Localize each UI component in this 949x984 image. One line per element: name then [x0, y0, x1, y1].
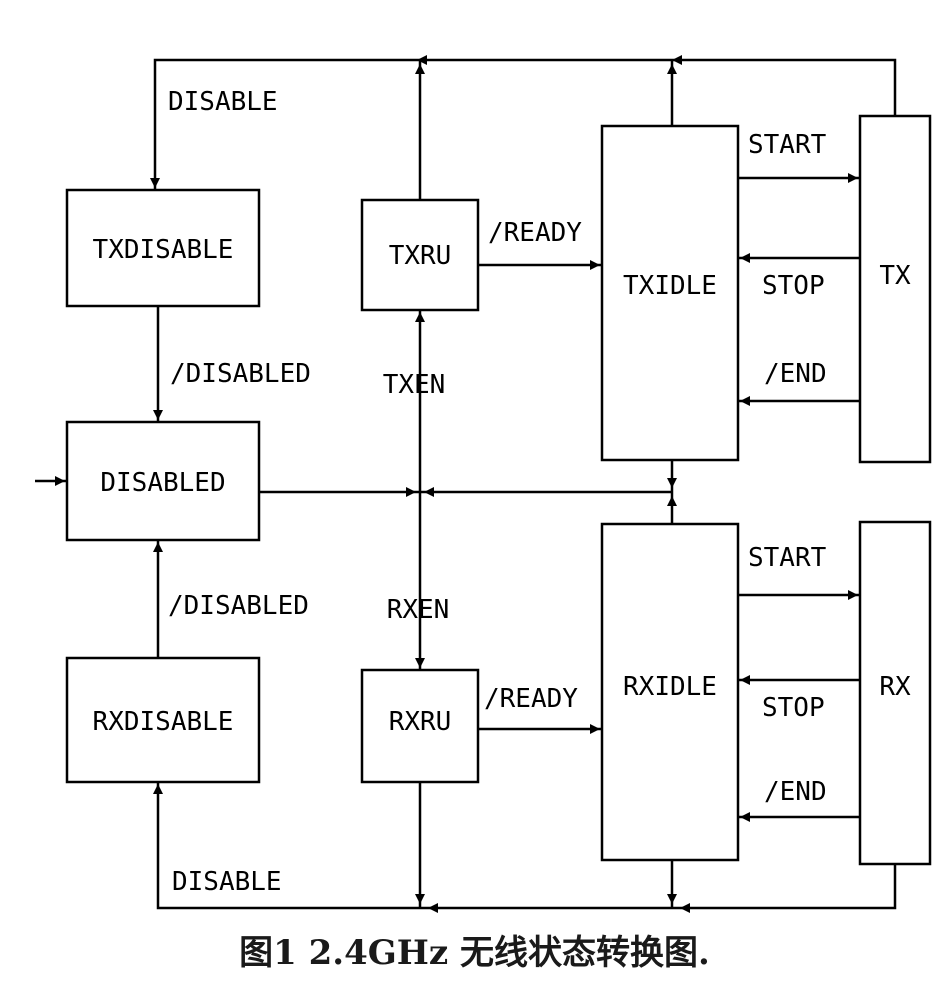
label-stop-tx: STOP [762, 271, 825, 301]
state-txdisable-label: TXDISABLE [93, 235, 234, 265]
state-tx: TX [858, 114, 932, 464]
label-end-rx: /END [764, 777, 827, 807]
transition-labels: DISABLE /DISABLED /DISABLED DISABLE TXEN… [168, 87, 827, 897]
arrowhead-start-tx [848, 173, 858, 183]
label-disabled-top: /DISABLED [170, 359, 311, 389]
wire-top-bus [153, 58, 897, 190]
label-end-tx: /END [764, 359, 827, 389]
state-txru-box [360, 198, 480, 312]
label-start-rx: START [748, 543, 827, 573]
arrowhead-bottom-left-a [428, 903, 438, 913]
arrowhead-rxen-down [415, 658, 425, 668]
state-rxdisable: RXDISABLE [65, 656, 261, 784]
arrowhead-entry [55, 476, 65, 486]
arrowhead-to-disabled-bottom [153, 542, 163, 552]
state-txru: TXRU [360, 198, 480, 312]
connection-wires [35, 58, 897, 910]
arrowhead-txidle-up [667, 64, 677, 74]
arrowhead-txdisable-down [150, 178, 160, 188]
label-txen: TXEN [383, 370, 446, 400]
state-rxdisable-label: RXDISABLE [93, 707, 234, 737]
figure-caption: 图1 2.4GHz 无线状态转换图. [239, 933, 710, 973]
label-ready-rx: /READY [484, 684, 578, 714]
arrowhead-top-left-b [672, 55, 682, 65]
arrowhead-rxdisable-up [153, 784, 163, 794]
arrowhead-rxru-down [415, 894, 425, 904]
arrowhead-middle-left [424, 487, 434, 497]
arrowhead-end-rx [740, 812, 750, 822]
state-txdisable: TXDISABLE [65, 188, 261, 308]
label-ready-tx: /READY [488, 218, 582, 248]
state-disabled-box [65, 420, 261, 542]
state-rx-label: RX [879, 672, 911, 702]
arrowhead-end-tx [740, 396, 750, 406]
label-start-tx: START [748, 130, 827, 160]
arrowhead-rxidle-up [667, 496, 677, 506]
arrowhead-txidle-down [667, 478, 677, 488]
state-rxidle: RXIDLE [600, 522, 740, 862]
label-disabled-bottom: /DISABLED [168, 591, 309, 621]
arrowhead-txru-up [415, 64, 425, 74]
wire-bottom-bus [156, 782, 897, 910]
arrowhead-stop-tx [740, 253, 750, 263]
state-rxru: RXRU [360, 668, 480, 784]
arrowhead-top-left-a [417, 55, 427, 65]
state-disabled-label: DISABLED [100, 468, 225, 498]
state-txru-label: TXRU [389, 241, 452, 271]
state-txdisable-box [65, 188, 261, 308]
state-txidle-box [600, 124, 740, 462]
arrowhead-ready-rx [590, 724, 600, 734]
state-txidle: TXIDLE [600, 124, 740, 462]
arrowhead-txen-up [415, 312, 425, 322]
state-rx: RX [858, 520, 932, 866]
arrowhead-start-rx [848, 590, 858, 600]
arrowhead-middle-right [406, 487, 416, 497]
state-tx-box [858, 114, 932, 464]
label-rxen: RXEN [387, 595, 450, 625]
label-disable-top: DISABLE [168, 87, 278, 117]
arrowhead-ready-tx [590, 260, 600, 270]
label-disable-bottom: DISABLE [172, 867, 282, 897]
state-rxidle-label: RXIDLE [623, 672, 717, 702]
label-stop-rx: STOP [762, 693, 825, 723]
arrowhead-to-disabled-top [153, 410, 163, 420]
state-rxidle-box [600, 522, 740, 862]
state-disabled: DISABLED [65, 420, 261, 542]
state-transition-diagram: TXDISABLE DISABLED RXDISABLE TXRU RXRU T… [35, 55, 932, 913]
state-rxru-label: RXRU [389, 707, 452, 737]
arrowhead-bottom-left-b [680, 903, 690, 913]
state-tx-label: TX [879, 261, 911, 291]
state-txidle-label: TXIDLE [623, 271, 717, 301]
arrowheads [55, 55, 858, 913]
arrowhead-stop-rx [740, 675, 750, 685]
arrowhead-rxidle-down [667, 894, 677, 904]
state-rxdisable-box [65, 656, 261, 784]
